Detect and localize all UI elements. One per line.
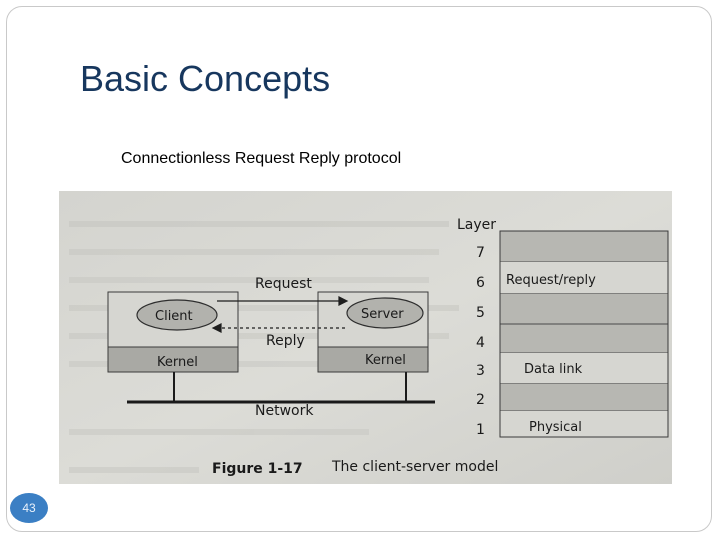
layer-number: 4: [476, 335, 485, 351]
figure-caption-number: Figure 1-17: [212, 461, 303, 477]
page-number-badge: 43: [10, 493, 48, 523]
server-kernel-label: Kernel: [365, 353, 406, 368]
network-label: Network: [255, 403, 314, 419]
client-label: Client: [155, 309, 193, 324]
figure-photo: Layer 7 6 5 4 3 2 1 Request/reply Data l…: [59, 191, 672, 484]
request-label: Request: [255, 276, 312, 292]
layer-number: 7: [476, 245, 485, 261]
slide-subtitle: Connectionless Request Reply protocol: [121, 150, 401, 168]
client-kernel-label: Kernel: [157, 355, 198, 370]
layer-number: 5: [476, 305, 485, 321]
slide-title: Basic Concepts: [80, 58, 330, 100]
layer-header: Layer: [457, 217, 496, 233]
layer-number: 1: [476, 422, 485, 438]
client-server-diagram: Layer 7 6 5 4 3 2 1 Request/reply Data l…: [59, 191, 672, 484]
layer-label-data-link: Data link: [524, 362, 583, 377]
reply-label: Reply: [266, 333, 305, 349]
layer-1-fill: [500, 411, 668, 437]
layer-label-physical: Physical: [529, 420, 582, 435]
layer-number: 6: [476, 275, 485, 291]
figure-caption-text: The client-server model: [331, 459, 498, 475]
layer-number: 2: [476, 392, 485, 408]
layer-label-request-reply: Request/reply: [506, 273, 596, 288]
server-label: Server: [361, 307, 404, 322]
layer-number: 3: [476, 363, 485, 379]
